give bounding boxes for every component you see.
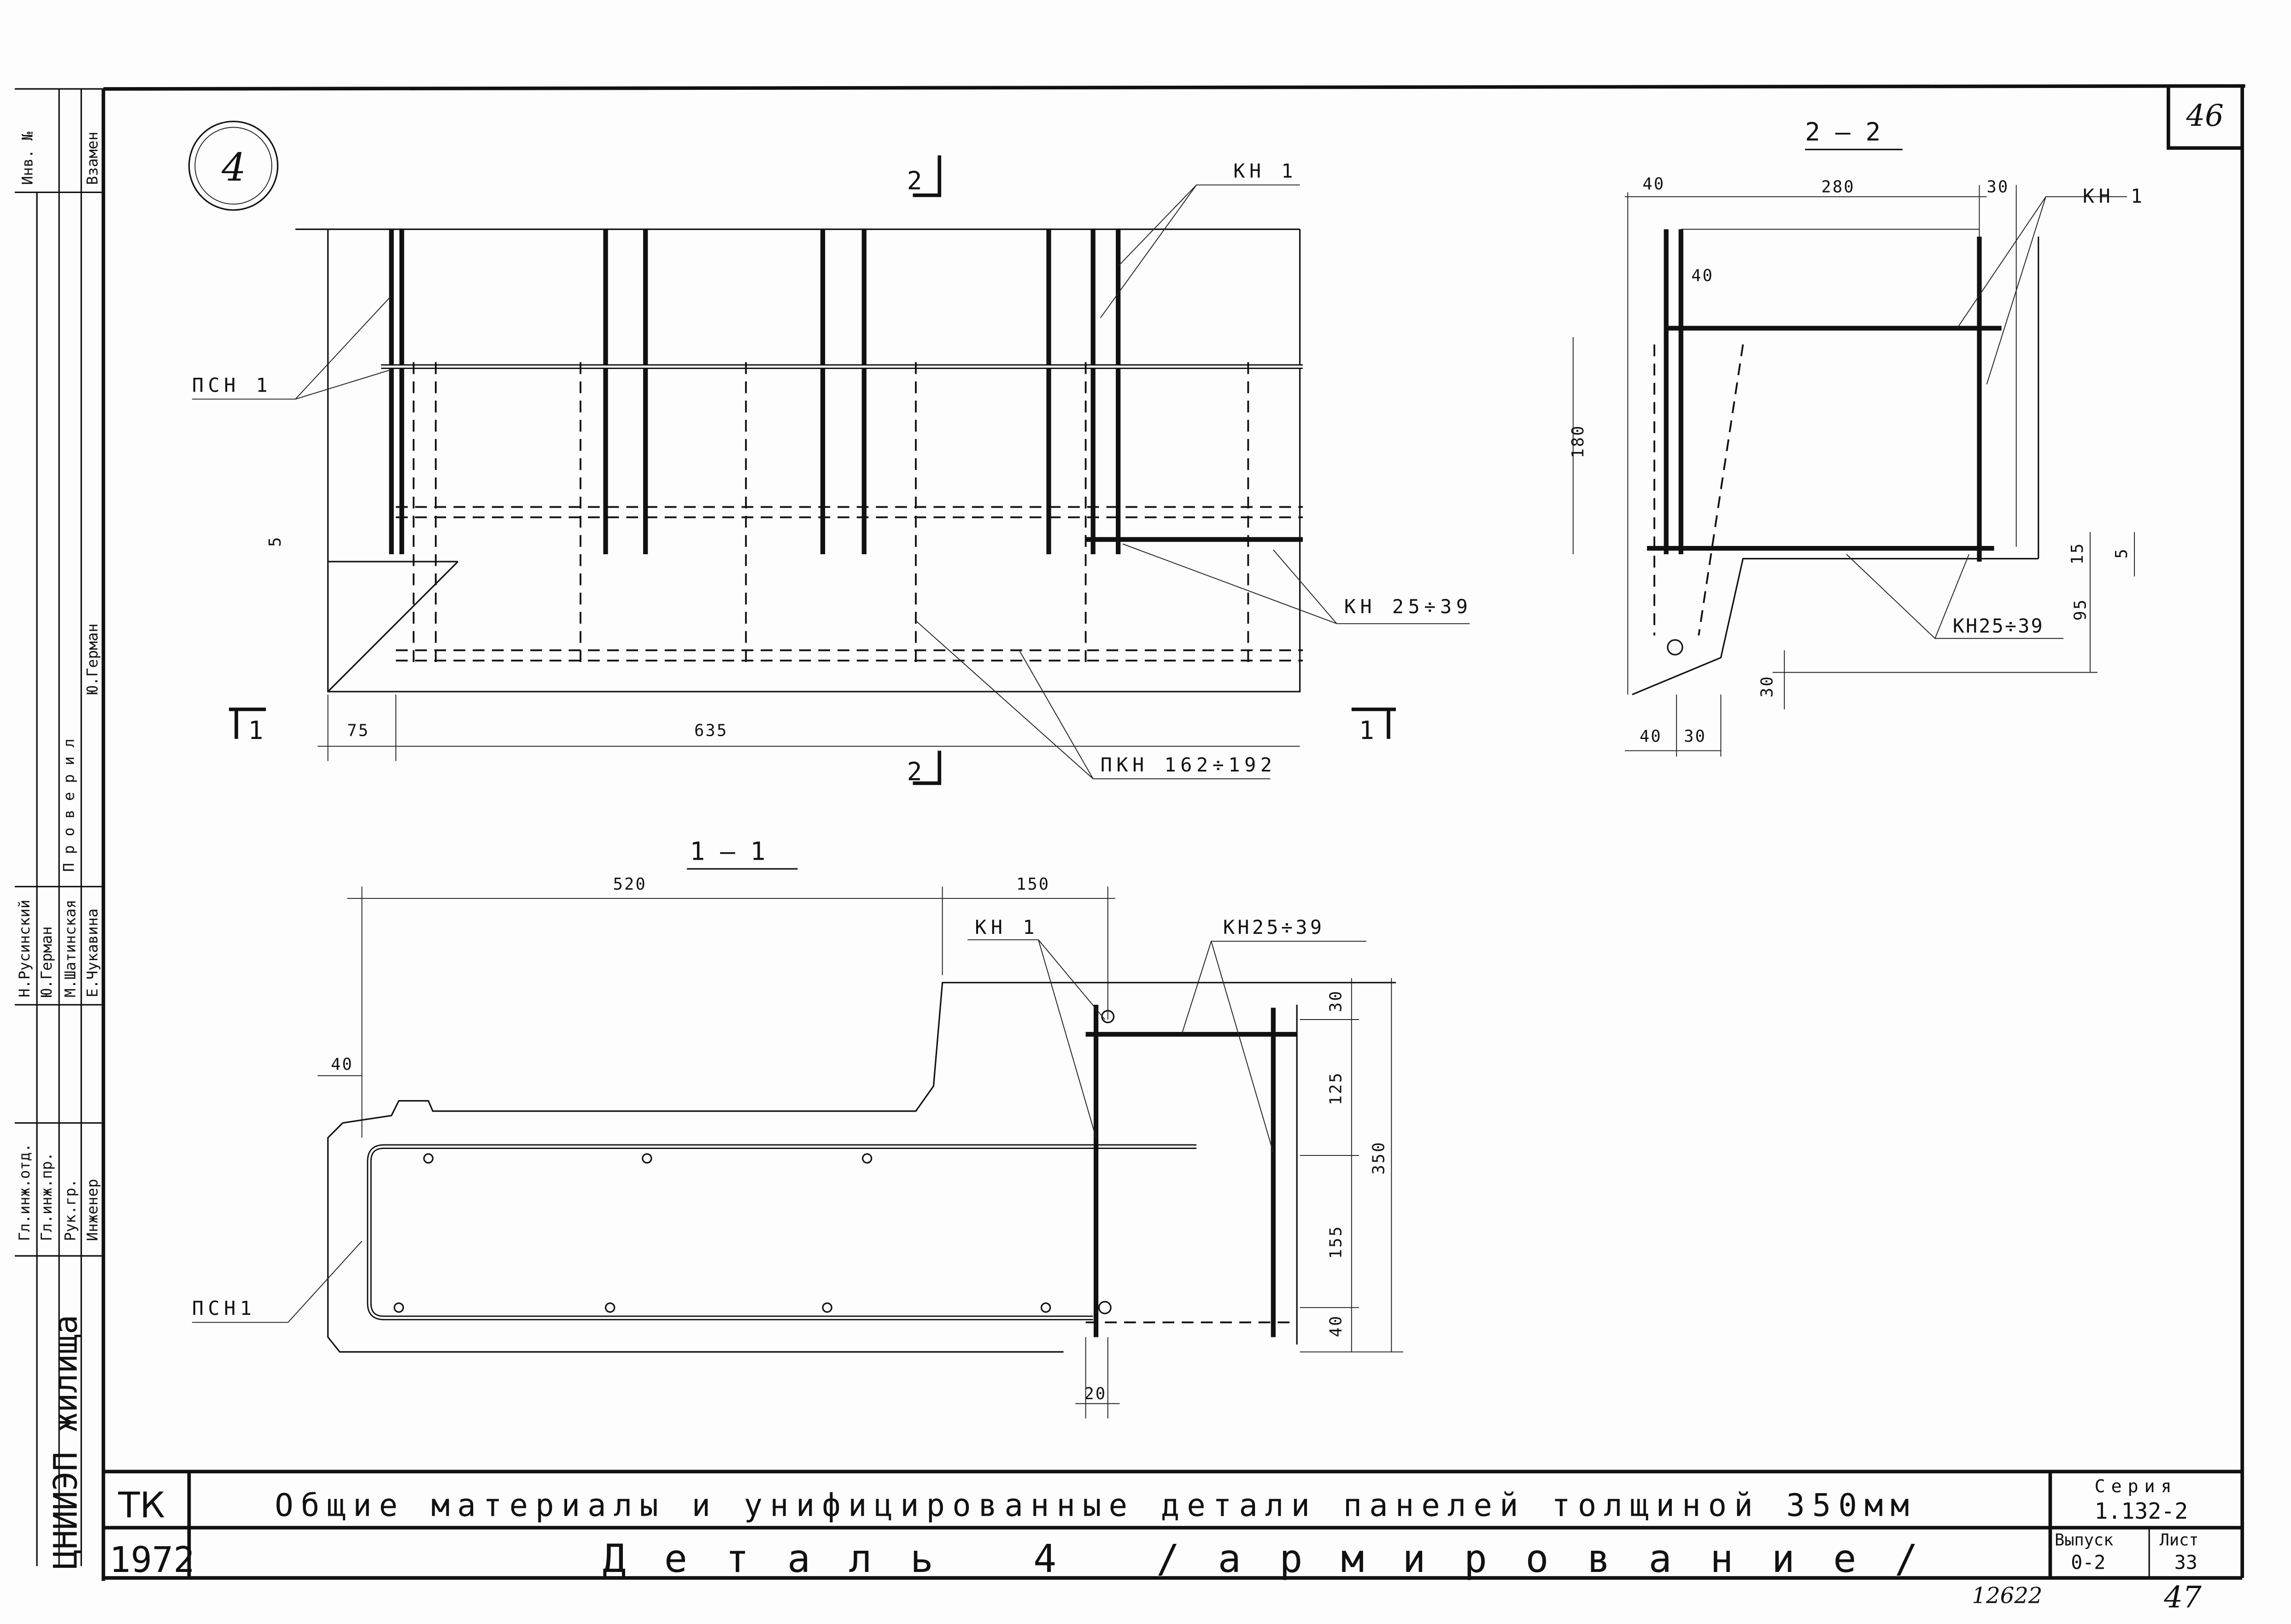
- s22-dim-180: 180: [1569, 424, 1588, 458]
- issue-value: 0-2: [2071, 1551, 2105, 1574]
- detail-number: 4: [221, 145, 246, 190]
- s22-dim-30a: 30: [1986, 177, 2009, 196]
- series-value: 1.132-2: [2095, 1499, 2188, 1524]
- plan-dim-5: 5: [266, 536, 285, 547]
- s22-dim-30c: 30: [1684, 727, 1706, 746]
- drawing-subtitle: Деталь 4 /армирование/: [603, 1536, 1956, 1581]
- s11-dim-125: 125: [1326, 1072, 1345, 1105]
- s22-label-kn1: КН 1: [2083, 185, 2147, 207]
- s11-label-kn1: КН 1: [975, 916, 1039, 938]
- issue-label: Выпуск: [2055, 1530, 2113, 1549]
- inventory-handwritten: 12622: [1972, 1583, 2042, 1608]
- title-code: ТК: [118, 1485, 165, 1526]
- section-1-1-title: 1 — 1: [690, 837, 765, 866]
- s11-dim-40: 40: [331, 1055, 353, 1074]
- s11-dim-520: 520: [613, 875, 647, 894]
- role-1: Гл.инж.отд.: [16, 1143, 33, 1241]
- sheet-value: 33: [2174, 1551, 2197, 1574]
- dashed-bars: [396, 362, 1303, 665]
- s22-dim-95: 95: [2071, 598, 2090, 621]
- s11-dim-30: 30: [1326, 990, 1345, 1012]
- series-label: Серия: [2095, 1476, 2178, 1497]
- frame: [101, 84, 2245, 1581]
- page-number-handwritten: 47: [2163, 1580, 2202, 1615]
- s11-dim-20: 20: [1084, 1384, 1107, 1403]
- s11-dim-150: 150: [1016, 875, 1050, 894]
- name-2: Ю.Герман: [38, 926, 55, 997]
- s22-dim-30b: 30: [1758, 675, 1777, 698]
- section-mark-1-left: 1: [248, 715, 264, 745]
- plan-label-kn25: КН 25÷39: [1344, 595, 1472, 618]
- role-2: Гл.инж.пр.: [38, 1152, 55, 1241]
- s11-dim-40b: 40: [1326, 1314, 1345, 1337]
- s22-dim-280: 280: [1821, 177, 1855, 196]
- plan-label-kn1: КН 1: [1233, 159, 1297, 182]
- replaces-label: Взамен: [84, 132, 101, 185]
- checked-label: Проверил: [60, 730, 77, 872]
- section-2-2: 2 — 2 40 280 30 40 180 КН 1 КН25÷39 15 5…: [1569, 117, 2147, 757]
- section-2-2-title: 2 — 2: [1805, 117, 1881, 147]
- organization: ЦНИИЭП жилища: [47, 1315, 85, 1569]
- inventory-label: Инв. №: [19, 131, 36, 185]
- role-3: Рук.гр.: [62, 1179, 79, 1241]
- detail-number-marker: 4: [188, 120, 279, 211]
- section-mark-2-top: 2: [907, 166, 922, 195]
- s11-label-kn25: КН25÷39: [1223, 916, 1325, 938]
- left-stamp-strip: Взамен Инв. № Проверил Ю.Герман Гл.инж.о…: [15, 88, 104, 1569]
- plan-view: ПСН 1 КН 1 КН 25÷39 ПКН 162÷192 75 635 5…: [192, 155, 1472, 786]
- section-mark-1-right: 1: [1359, 715, 1374, 745]
- section-1-1: 1 — 1 520 150 КН 1 КН25÷39 ПСН1 40 30 12…: [192, 837, 1404, 1419]
- plan-label-psn: ПСН 1: [192, 374, 272, 396]
- s11-label-psn: ПСН1: [192, 1297, 256, 1319]
- s22-label-kn25: КН25÷39: [1953, 615, 2044, 637]
- rebar-dots: [393, 1153, 1051, 1313]
- plan-label-pkn: ПКН 162÷192: [1101, 753, 1277, 776]
- name-3: М.Шатинская: [62, 900, 79, 997]
- sheet-label: Лист: [2160, 1530, 2199, 1549]
- name-1: Н.Русинский: [16, 900, 33, 997]
- s11-dim-350: 350: [1369, 1141, 1388, 1174]
- sheet-number-top: 46: [2186, 99, 2224, 133]
- sheet-number-box: 46: [2167, 86, 2243, 150]
- vertical-bars: [389, 229, 1121, 554]
- title-block: ТК 1972 Общие материалы и унифицированны…: [103, 1470, 2243, 1581]
- s11-dim-155: 155: [1326, 1225, 1345, 1259]
- plan-dim-635: 635: [694, 721, 728, 740]
- checked-name: Ю.Герман: [84, 623, 101, 694]
- plan-dim-75: 75: [347, 721, 369, 740]
- title-year: 1972: [109, 1540, 194, 1581]
- role-4: Инженер: [84, 1179, 101, 1241]
- drawing-title: Общие материалы и унифицированные детали…: [275, 1487, 1916, 1523]
- section-mark-2-bottom: 2: [907, 757, 922, 786]
- s22-dim-40b: 40: [1691, 266, 1714, 285]
- name-4: Е.Чукавина: [84, 909, 101, 997]
- s22-dim-40a: 40: [1642, 175, 1665, 193]
- s22-dim-40c: 40: [1640, 727, 1662, 746]
- s22-dim-15: 15: [2068, 542, 2087, 565]
- s22-dim-5: 5: [2112, 547, 2131, 558]
